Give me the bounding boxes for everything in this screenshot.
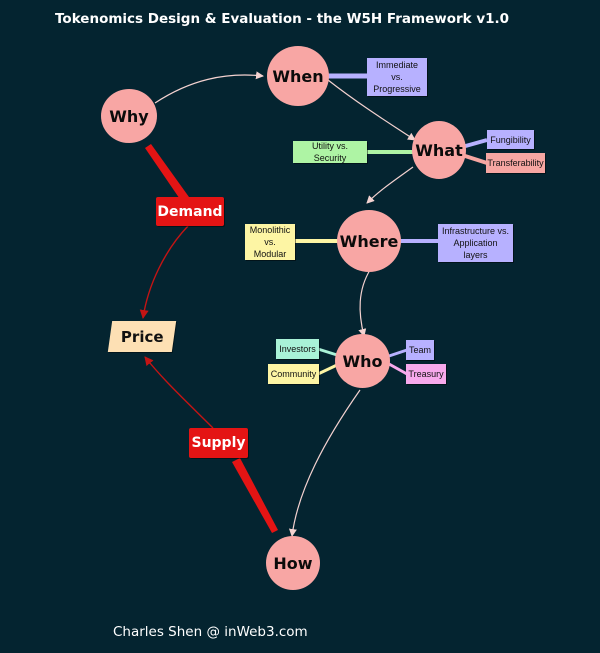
edge-demand-price: [139, 225, 189, 319]
node-who: Who: [335, 334, 390, 388]
demand-wedge: [145, 144, 194, 208]
edge-supply-price: [144, 356, 214, 429]
node-how: How: [266, 536, 320, 590]
node-what: What: [412, 121, 466, 179]
author-credit: Charles Shen @ inWeb3.com: [113, 624, 308, 640]
note-treasury: Treasury: [406, 364, 446, 384]
note-transferability: Transferability: [486, 153, 545, 173]
link-who-team: [388, 348, 408, 358]
link-what-fungibility: [461, 138, 488, 149]
supply-wedge: [232, 458, 278, 533]
price-box: Price: [107, 321, 177, 352]
note-immediate-progressive: Immediate vs. Progressive: [367, 58, 427, 96]
link-who-community: [317, 363, 338, 376]
demand-box: Demand: [156, 197, 224, 226]
note-investors: Investors: [276, 339, 319, 359]
edge-where-who: [358, 269, 371, 337]
edge-what-where: [366, 166, 414, 204]
note-community: Community: [268, 364, 319, 384]
price-label: Price: [120, 327, 164, 346]
supply-box: Supply: [189, 428, 248, 458]
node-where: Where: [337, 210, 401, 272]
node-why: Why: [101, 89, 157, 143]
edge-when-what: [327, 79, 416, 141]
link-what-transferability: [461, 153, 488, 165]
note-team: Team: [406, 340, 434, 360]
note-infrastructure-application: Infrastructure vs. Application layers: [438, 224, 513, 262]
node-when: When: [267, 46, 329, 106]
edge-why-when: [154, 71, 264, 104]
note-utility-security: Utility vs. Security: [293, 141, 367, 163]
link-who-treasury: [388, 362, 408, 376]
link-who-investors: [317, 347, 338, 357]
page-title: Tokenomics Design & Evaluation - the W5H…: [55, 11, 510, 27]
edge-who-how: [288, 389, 361, 537]
note-monolithic-modular: Monolithic vs. Modular: [245, 224, 295, 260]
note-fungibility: Fungibility: [487, 130, 534, 149]
